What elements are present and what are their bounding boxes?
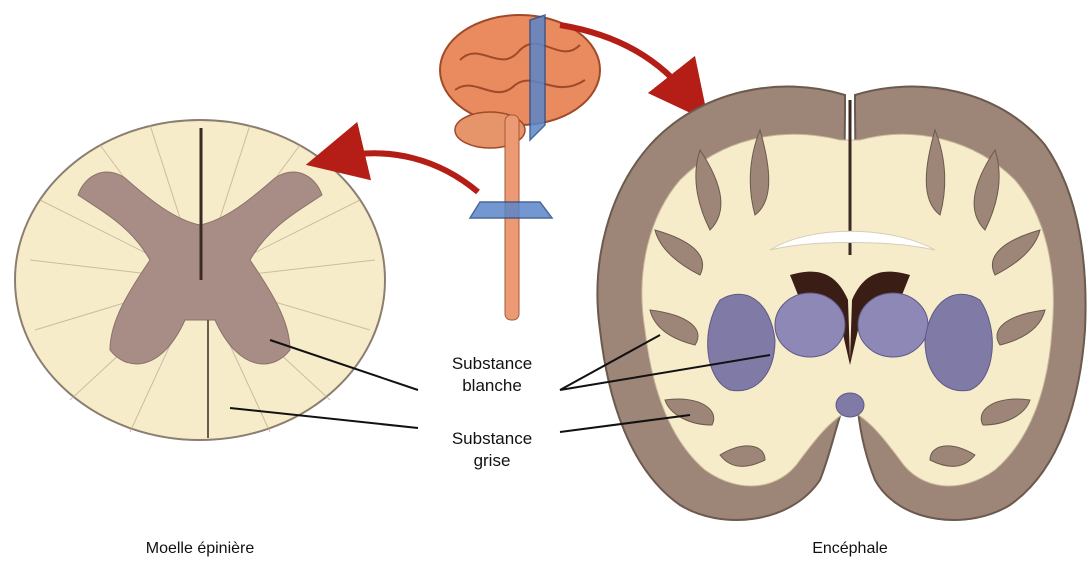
label-white-matter-line2: blanche — [422, 375, 562, 397]
arrow-to-cord-section — [335, 153, 478, 192]
brain-overview — [440, 15, 600, 320]
caption-spinal-cord: Moelle épinière — [110, 538, 290, 560]
label-grey-matter-line2: grise — [422, 450, 562, 472]
transverse-section-plane-icon — [470, 202, 552, 218]
brain-coronal-section — [597, 87, 1085, 520]
brain-left-thalamus — [775, 293, 845, 357]
label-grey-matter-line1: Substance — [422, 428, 562, 450]
brain-left-basal-nuclei — [708, 294, 775, 390]
label-white-matter-line1: Substance — [422, 353, 562, 375]
spinal-cord-section — [15, 120, 385, 440]
brain-right-thalamus — [858, 293, 928, 357]
overview-cerebrum — [440, 15, 600, 125]
caption-brain: Encéphale — [780, 538, 920, 560]
label-grey-matter: Substance grise — [422, 428, 562, 472]
label-white-matter: Substance blanche — [422, 353, 562, 397]
brain-right-basal-nuclei — [925, 294, 992, 390]
coronal-section-plane-icon — [530, 15, 545, 140]
brain-mammillary-bodies — [836, 393, 864, 417]
